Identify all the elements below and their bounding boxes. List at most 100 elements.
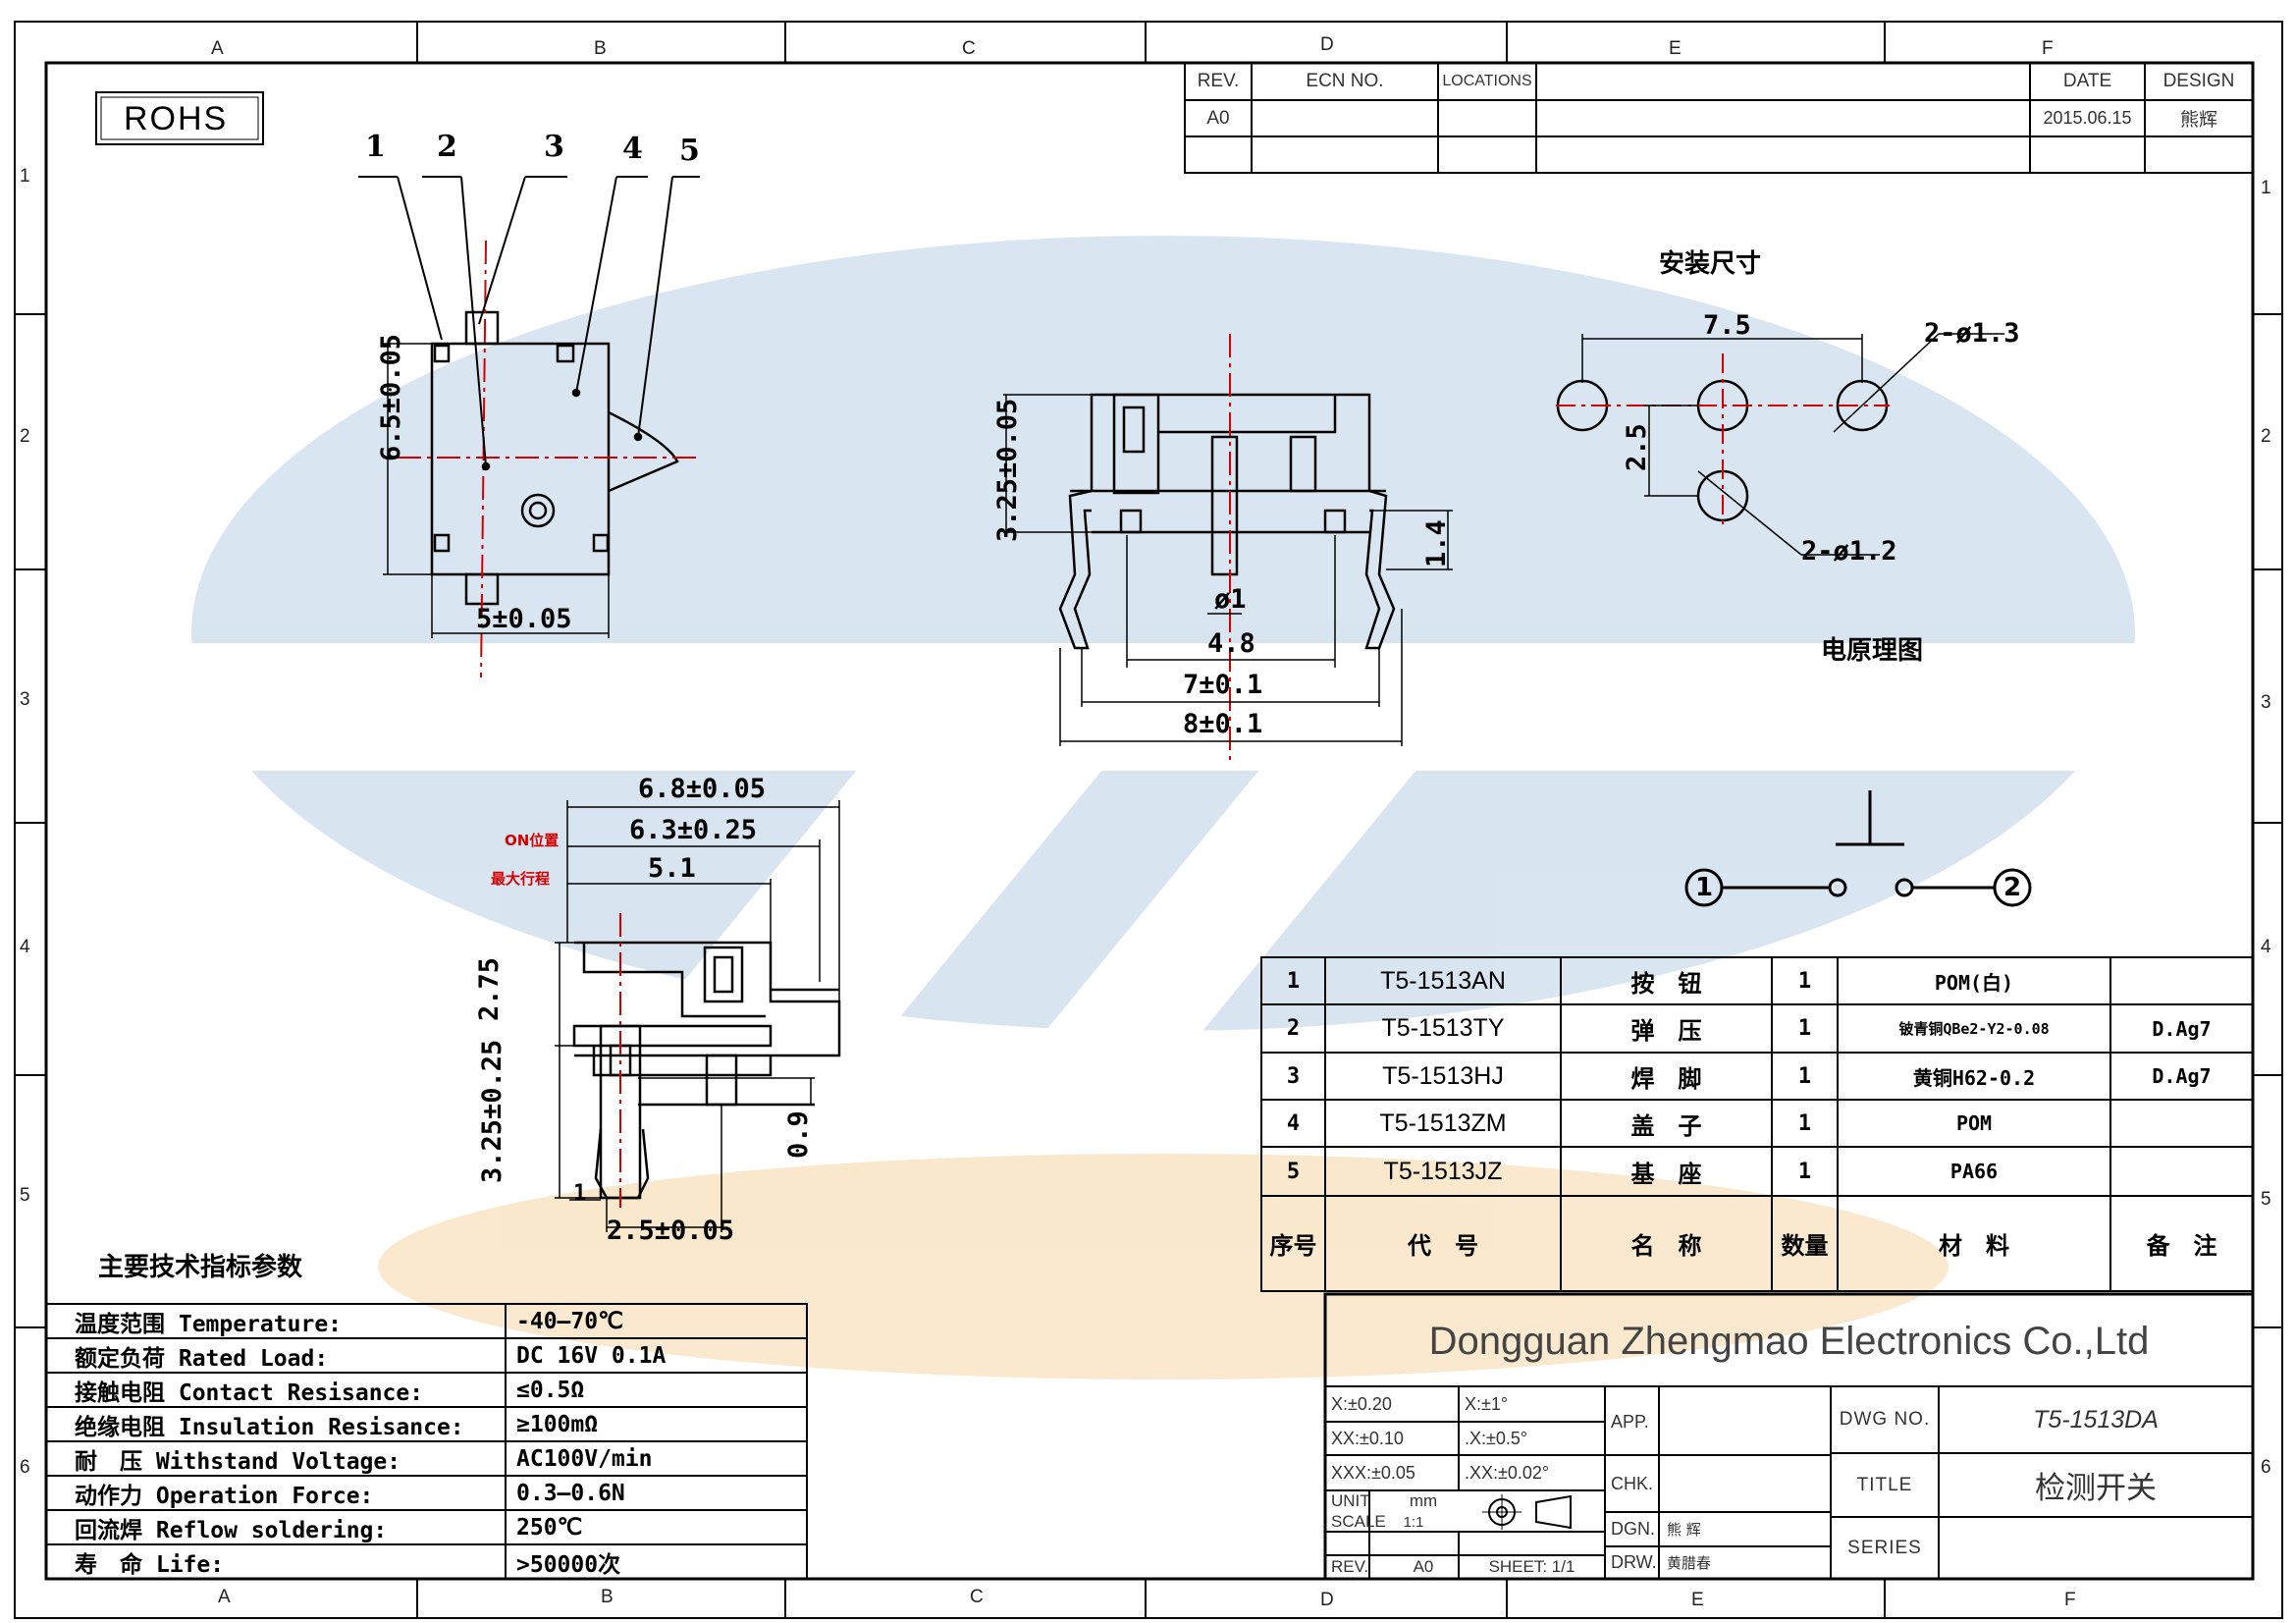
callout-1: 1 xyxy=(365,130,386,164)
rev-value: A0 xyxy=(1413,1557,1434,1576)
zone-col-d: D xyxy=(1320,34,1334,55)
bom-no: 1 xyxy=(1286,968,1301,994)
zone-col-c: C xyxy=(962,38,976,59)
zone-col-c-bottom: C xyxy=(970,1587,984,1607)
terminal-1: 1 xyxy=(1695,873,1714,902)
label-on-position: ON位置 xyxy=(505,832,560,849)
zone-col-b-bottom: B xyxy=(601,1587,614,1607)
spec-value-insulation-resistance: ≥100mΩ xyxy=(516,1411,599,1437)
dim-front-height: 3.25±0.05 xyxy=(992,398,1023,542)
callout-3: 3 xyxy=(544,130,564,164)
dim-mounting-hole-small: 2-ø1.2 xyxy=(1801,536,1897,567)
title-block-grid xyxy=(1323,1292,2255,1581)
side-view xyxy=(555,800,841,1232)
mounting-title: 安装尺寸 xyxy=(1659,249,1762,279)
bom-no: 3 xyxy=(1286,1063,1301,1089)
top-view xyxy=(358,176,702,678)
spec-value-reflow: 250℃ xyxy=(516,1514,583,1541)
bom-code: T5-1513HJ xyxy=(1382,1061,1504,1090)
bom-qty: 1 xyxy=(1797,968,1812,994)
spec-value-operation-force: 0.3—0.6N xyxy=(516,1480,625,1506)
angle-tol-x: X:±1° xyxy=(1465,1393,1509,1414)
dim-outer: 8±0.1 xyxy=(1183,709,1263,739)
locations-header: LOCATIONS xyxy=(1442,73,1532,89)
dgn-label: DGN. xyxy=(1611,1519,1655,1539)
dim-mounting-pitch: 7.5 xyxy=(1703,310,1751,341)
bom-name: 焊 脚 xyxy=(1630,1064,1702,1093)
dim-side-2-75: 2.75 xyxy=(474,956,505,1021)
bom-note: D.Ag7 xyxy=(2152,1016,2212,1041)
zone-row-4-right: 4 xyxy=(2261,937,2271,957)
bom-header-qty: 数量 xyxy=(1781,1232,1829,1260)
zone-row-3: 3 xyxy=(20,689,30,710)
unit-label: UNIT xyxy=(1331,1490,1370,1510)
spec-label-reflow: 回流焊 Reflow soldering: xyxy=(75,1517,388,1543)
bom-qty: 1 xyxy=(1797,1110,1812,1136)
label-max-travel: 最大行程 xyxy=(491,870,551,888)
dim-side-travel: 6.3±0.25 xyxy=(629,815,758,845)
bom-code: T5-1513JZ xyxy=(1383,1157,1503,1185)
dgn-name: 熊 辉 xyxy=(1667,1521,1701,1539)
chk-label: CHK. xyxy=(1611,1473,1654,1493)
zone-row-4: 4 xyxy=(20,937,30,957)
ecn-header: ECN NO. xyxy=(1306,71,1384,91)
bom-code: T5-1513TY xyxy=(1381,1014,1505,1042)
schematic-diagram xyxy=(1684,790,2032,907)
sheet-number: SHEET: 1/1 xyxy=(1488,1557,1575,1576)
zone-col-f-bottom: F xyxy=(2064,1590,2076,1610)
bom-table-grid xyxy=(1260,956,2254,1292)
bom-no: 2 xyxy=(1286,1016,1301,1041)
dwg-no-label: DWG NO. xyxy=(1839,1409,1931,1430)
tolerance-xxx: XXX:±0.05 xyxy=(1331,1462,1415,1483)
bom-header-material: 材 料 xyxy=(1939,1232,2009,1260)
title-label: TITLE xyxy=(1856,1474,1913,1495)
bom-material: POM xyxy=(1955,1111,1993,1135)
spec-value-contact-resistance: ≤0.5Ω xyxy=(516,1377,585,1403)
bom-material: 铍青铜QBe2-Y2-0.08 xyxy=(1898,1020,2050,1038)
dim-pin-height: 1.4 xyxy=(1421,519,1452,568)
title-value: 检测开关 xyxy=(2035,1471,2157,1506)
dim-top-height: 6.5±0.05 xyxy=(376,333,406,461)
rev-value: A0 xyxy=(1206,107,1230,129)
zone-row-5: 5 xyxy=(20,1185,30,1206)
scale-label: SCALE xyxy=(1331,1512,1386,1531)
design-header: DESIGN xyxy=(2163,71,2235,91)
angle-tol-xxx: .XX:±0.02° xyxy=(1465,1462,1550,1483)
callout-5: 5 xyxy=(679,134,700,168)
spec-label-contact-resistance: 接触电阻 Contact Resisance: xyxy=(75,1380,424,1406)
rohs-label: ROHS xyxy=(124,100,229,137)
dwg-no-value: T5-1513DA xyxy=(2033,1405,2159,1434)
drw-label: DRW. xyxy=(1611,1552,1657,1572)
bom-header-note: 备 注 xyxy=(2146,1232,2217,1260)
dim-side-3-25: 3.25±0.25 xyxy=(477,1039,507,1183)
bom-note xyxy=(2110,1100,2253,1147)
dim-mounting-hole-big: 2-ø1.3 xyxy=(1924,318,2020,349)
bom-note xyxy=(2110,957,2253,1004)
dim-side-bottom: 2.5±0.05 xyxy=(607,1216,735,1246)
spec-label-withstand-voltage: 耐 压 Withstand Voltage: xyxy=(75,1448,401,1475)
bom-qty: 1 xyxy=(1797,1063,1812,1089)
specs-table-grid xyxy=(45,1303,808,1580)
dim-hole: ø1 xyxy=(1214,584,1247,615)
bom-qty: 1 xyxy=(1797,1016,1812,1041)
bom-code: T5-1513ZM xyxy=(1379,1109,1507,1137)
dim-top-width: 5±0.05 xyxy=(476,604,572,634)
date-value: 2015.06.15 xyxy=(2043,108,2132,128)
dim-side-body: 5.1 xyxy=(648,853,696,884)
specs-title: 主要技术指标参数 xyxy=(98,1253,303,1282)
zone-row-3-right: 3 xyxy=(2261,692,2271,713)
zone-row-5-right: 5 xyxy=(2261,1189,2271,1210)
revision-block xyxy=(1184,62,2254,174)
zone-row-6-right: 6 xyxy=(2261,1457,2271,1478)
dim-side-0-9: 0.9 xyxy=(783,1110,814,1159)
zone-row-6: 6 xyxy=(20,1457,30,1478)
dim-side-total: 6.8±0.05 xyxy=(638,774,767,804)
drw-name: 黄腊春 xyxy=(1667,1554,1712,1572)
bom-name: 基 座 xyxy=(1630,1160,1702,1188)
company-name: Dongguan Zhengmao Electronics Co.,Ltd xyxy=(1428,1319,2150,1363)
spec-label-life: 寿 命 Life: xyxy=(75,1551,225,1578)
terminal-2: 2 xyxy=(2003,873,2022,902)
rev-label: REV. xyxy=(1331,1557,1369,1576)
bom-material: 黄铜H62-0.2 xyxy=(1912,1065,2036,1090)
